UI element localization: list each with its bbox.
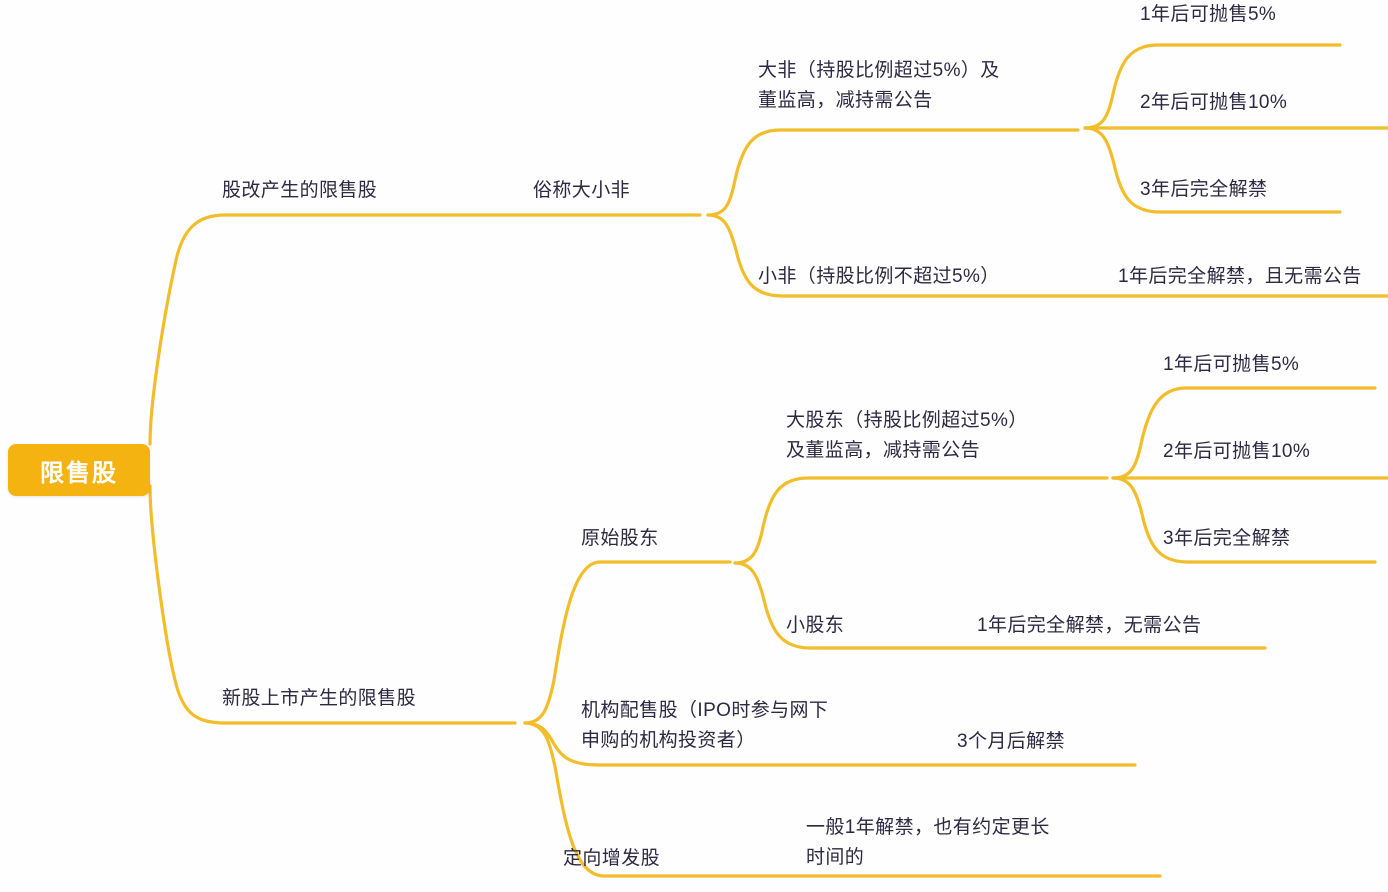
root-node[interactable]: 限售股 — [8, 444, 150, 496]
node-xiaofei[interactable]: 小非（持股比例不超过5%） — [758, 266, 1000, 287]
node-jigou-peishougu-leaf[interactable]: 3个月后解禁 — [957, 731, 1065, 752]
node-xiaogudong[interactable]: 小股东 — [786, 615, 845, 636]
node-xingu-xianshougu[interactable]: 新股上市产生的限售股 — [222, 688, 417, 709]
edge-b1-junction-up — [706, 128, 1080, 217]
node-xiaofei-leaf[interactable]: 1年后完全解禁，且无需公告 — [1118, 266, 1362, 287]
node-dagudong-leaf-1year[interactable]: 1年后可抛售5% — [1163, 354, 1300, 375]
edge-root-to-b1 — [148, 213, 702, 446]
node-dafei-leaf-2year[interactable]: 2年后可抛售10% — [1140, 92, 1288, 113]
node-dingxiang-zengfagu[interactable]: 定向增发股 — [563, 848, 661, 869]
node-gugai-xianshougu[interactable]: 股改产生的限售股 — [222, 180, 378, 201]
node-dafei-leaf-1year[interactable]: 1年后可抛售5% — [1140, 4, 1277, 25]
node-dagudong-leaf-2year[interactable]: 2年后可抛售10% — [1163, 441, 1311, 462]
node-yuanshi-gudong[interactable]: 原始股东 — [581, 528, 659, 549]
node-xiaogudong-leaf[interactable]: 1年后完全解禁，无需公告 — [977, 615, 1202, 636]
root-node-label: 限售股 — [40, 459, 118, 487]
node-susheng-daxiaofei[interactable]: 俗称大小非 — [533, 180, 631, 201]
node-dagudong-leaf-3year[interactable]: 3年后完全解禁 — [1163, 528, 1291, 549]
node-dafei-leaf-3year[interactable]: 3年后完全解禁 — [1140, 179, 1268, 200]
edge-original-junction-up — [733, 476, 1109, 565]
node-dafei[interactable]: 大非（持股比例超过5%）及 董监高，减持需公告 — [758, 60, 1000, 111]
node-dingxiang-zengfagu-leaf[interactable]: 一般1年解禁，也有约定更长 时间的 — [806, 817, 1050, 868]
node-dagudong[interactable]: 大股东（持股比例超过5%） 及董监高，减持需公告 — [786, 410, 1028, 461]
node-jigou-peishougu[interactable]: 机构配售股（IPO时参与网下 申购的机构投资者） — [581, 700, 829, 751]
